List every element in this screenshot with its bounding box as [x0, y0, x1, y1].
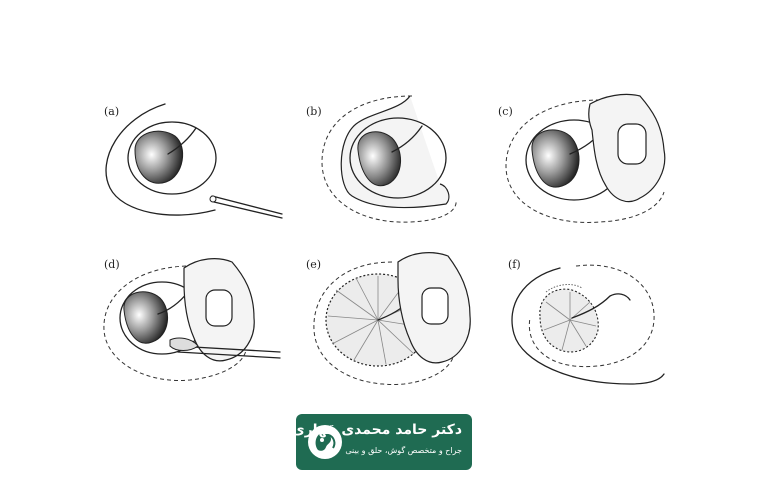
instrument-tip: [209, 195, 217, 203]
doctor-logo-badge: دکتر حامد محمدی قهاری جراح و متخصص گوش، …: [292, 414, 472, 470]
perforation-d: [123, 291, 168, 344]
panel-d: (d): [103, 258, 281, 381]
panel-e-label: (e): [306, 258, 321, 271]
malleus-handle: [167, 127, 197, 155]
incision-outline: [321, 95, 457, 223]
incision-outline-c: [505, 99, 665, 223]
tympanic-ring-b: [349, 117, 447, 199]
canal-wall-line-f: [511, 267, 665, 385]
instrument-tip-d: [169, 337, 199, 351]
incision-outline-e: [313, 261, 455, 385]
panel-d-label: (d): [104, 258, 120, 271]
perforation-b: [357, 131, 401, 187]
panel-e: (e): [306, 252, 471, 385]
graft-window-e: [421, 287, 449, 325]
malleus-handle-f: [571, 293, 631, 319]
graft-window-c: [617, 123, 647, 165]
instrument-shaft: [211, 195, 283, 219]
tympanic-ring: [127, 121, 217, 195]
perforation-c: [531, 129, 580, 188]
panel-c: (c): [498, 93, 666, 223]
graft-window-d: [205, 289, 233, 327]
panel-b-label: (b): [306, 105, 322, 118]
panel-f: (f): [508, 258, 665, 385]
panel-b: (b): [306, 95, 457, 223]
panel-a: (a): [104, 103, 283, 219]
malleus-handle-b: [391, 125, 423, 153]
panel-c-label: (c): [498, 105, 513, 118]
incision-outline-d: [103, 265, 247, 381]
panel-a-label: (a): [104, 105, 119, 118]
doctor-specialty: جراح و متخصص گوش، حلق و بینی: [345, 446, 462, 455]
incision-outline-f: [528, 264, 655, 368]
perforation: [134, 130, 184, 184]
ent-ear-nose-throat-icon: [308, 425, 342, 459]
canal-wall-line: [105, 103, 216, 216]
panel-f-label: (f): [508, 258, 521, 271]
doctor-name: دکتر حامد محمدی قهاری: [291, 422, 462, 438]
graft-edge-stitch-f: [545, 284, 583, 293]
